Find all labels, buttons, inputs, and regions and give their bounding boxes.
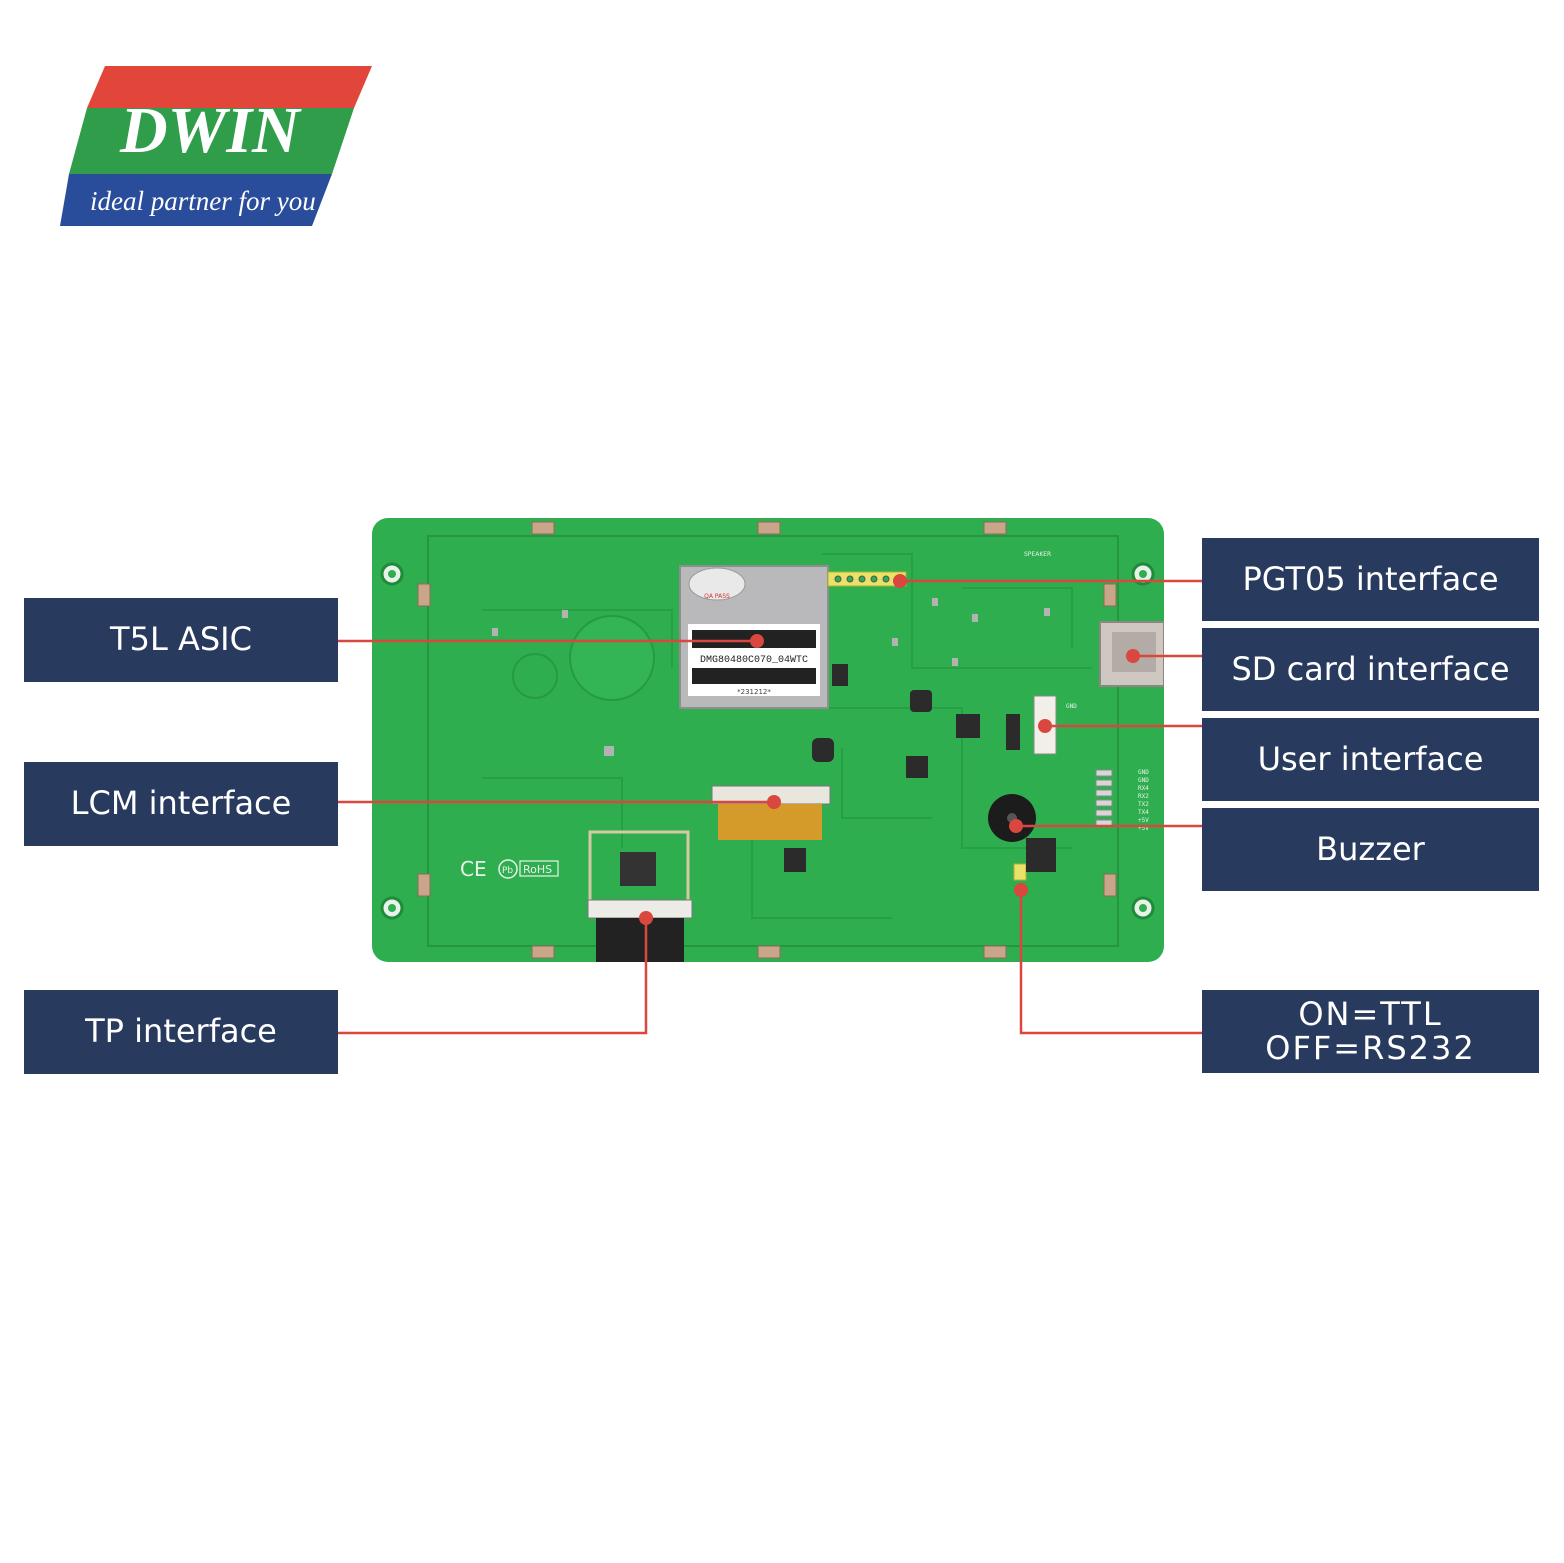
registered-mark: ®: [343, 76, 354, 89]
logo-wordmark: DWIN: [119, 94, 302, 167]
ttl-rs232-jumper: [1013, 863, 1027, 881]
label-tp-interface-text: TP interface: [85, 1012, 277, 1051]
speaker-label: SPEAKER: [1024, 551, 1051, 558]
label-lcm-interface-text: LCM interface: [70, 784, 292, 823]
label-off-rs232-text: OFF=RS232: [1265, 1028, 1476, 1067]
label-t5l-asic-text: T5L ASIC: [110, 620, 252, 659]
label-buzzer-text: Buzzer: [1316, 829, 1425, 868]
svg-text:RX2: RX2: [1138, 793, 1149, 800]
svg-text:TX4: TX4: [1138, 809, 1149, 816]
svg-text:GND: GND: [1066, 703, 1077, 710]
t5l-asic-module: DMG80480C070_04WTC *231212* QA PASS: [679, 565, 829, 709]
label-buzzer: Buzzer: [1202, 808, 1539, 891]
label-tp-interface: TP interface: [24, 990, 338, 1074]
dwin-logo: DWIN ideal partner for you ®: [60, 66, 372, 228]
module-label: DMG80480C070_04WTC: [700, 655, 808, 666]
pcb-substrate: [372, 518, 1164, 962]
svg-text:+5V: +5V: [1138, 817, 1149, 824]
lcm-connector: [711, 785, 831, 840]
module-serial: *231212*: [737, 688, 771, 696]
label-on-ttl-text: ON=TTL: [1298, 994, 1443, 1033]
svg-text:+5V: +5V: [1138, 825, 1149, 832]
sd-card-slot: [1099, 621, 1164, 687]
qa-pass-label: QA PASS: [704, 593, 730, 600]
pcb-board: DMG80480C070_04WTC *231212* QA PASS GND: [372, 518, 1164, 962]
svg-text:TX2: TX2: [1138, 801, 1149, 808]
label-lcm-interface: LCM interface: [24, 762, 338, 846]
ce-mark: CE: [460, 857, 487, 881]
svg-text:GND: GND: [1138, 777, 1149, 784]
label-user-interface: User interface: [1202, 718, 1539, 801]
label-sd-card-interface-text: SD card interface: [1231, 649, 1510, 688]
rohs-mark: RoHS: [523, 863, 552, 876]
svg-text:GND: GND: [1138, 769, 1149, 776]
label-pgt05-interface: PGT05 interface: [1202, 538, 1539, 621]
label-ttl-rs232: ON=TTL OFF=RS232: [1202, 990, 1539, 1073]
pb-mark: Pb: [502, 866, 513, 876]
pin-labels: GND GND RX4 RX2 TX2 TX4 +5V +5V: [1138, 769, 1149, 832]
svg-text:RX4: RX4: [1138, 785, 1149, 792]
coin-cell-pad: [569, 615, 655, 701]
logo-tagline: ideal partner for you: [90, 186, 316, 216]
label-user-interface-text: User interface: [1257, 739, 1484, 778]
label-pgt05-interface-text: PGT05 interface: [1242, 559, 1499, 598]
label-t5l-asic: T5L ASIC: [24, 598, 338, 682]
label-sd-card-interface: SD card interface: [1202, 628, 1539, 711]
